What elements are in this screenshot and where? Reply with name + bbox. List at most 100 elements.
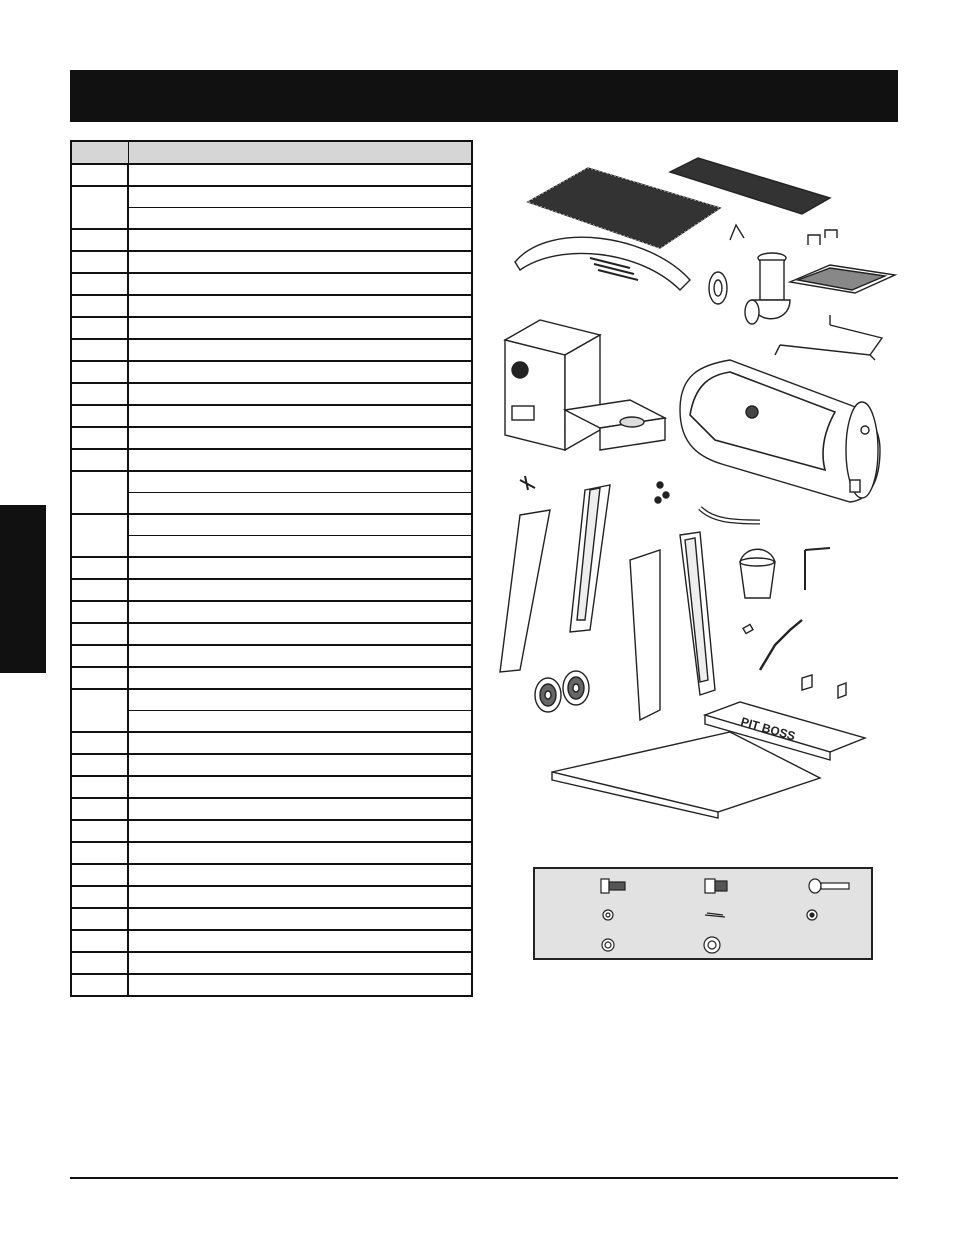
part-desc [127,797,473,821]
part-key [70,600,129,624]
part-desc [127,951,473,975]
section-side-tab [0,505,46,673]
part-desc [127,841,473,865]
part-key [70,644,129,668]
part-desc [127,644,473,668]
hardware-screw-icon [519,475,670,504]
table-row [70,863,473,887]
nut-icon [806,909,818,921]
part-desc [127,710,473,733]
lock-washer-icon [601,938,615,952]
part-desc [127,250,473,274]
part-key [70,578,129,602]
flat-washer-icon [703,936,721,954]
flame-broiler-cover-icon [514,236,691,291]
part-desc [127,382,473,406]
leg-right-rear-icon [679,531,716,696]
table-row [70,404,473,428]
hopper-icon [503,319,668,452]
part-key [70,973,129,997]
table-row [70,775,473,799]
table-row [70,316,473,340]
table-row [70,688,473,733]
bottom-shelf-icon [551,731,822,819]
part-desc [127,163,473,187]
table-row [70,731,473,755]
part-key [70,556,129,580]
warming-rack-icon [668,157,832,215]
part-desc [127,338,473,362]
cotter-pin-icon [704,912,726,918]
part-key [70,250,129,274]
part-key [70,228,129,252]
side-shelf-bracket-icon [774,315,884,361]
part-key [70,841,129,865]
handle-icon [698,506,761,525]
parts-list-table [70,140,473,997]
wheel-left-icon [534,677,562,713]
table-row [70,841,473,865]
part-key [70,951,129,975]
part-desc [127,600,473,624]
part-key [70,448,129,472]
part-key [70,163,129,187]
table-row [70,907,473,931]
part-desc [127,688,473,711]
footer-rule [70,1177,898,1179]
table-row [70,228,473,252]
table-row [70,426,473,450]
part-key [70,360,129,384]
caster-bracket-icon [801,674,847,700]
table-row [70,929,473,953]
table-row [70,885,473,909]
hook-tool-icon [804,547,831,590]
leg-left-rear-icon [569,484,611,633]
part-desc [127,513,473,536]
part-key [70,666,129,690]
table-row [70,513,473,558]
part-key [70,316,129,340]
table-row [70,951,473,975]
part-desc [127,492,473,515]
part-desc [127,753,473,777]
table-row [70,272,473,296]
part-key [70,819,129,843]
part-desc [127,775,473,799]
table-row [70,666,473,690]
part-desc [127,228,473,252]
header-key [70,140,129,165]
table-row [71,710,473,733]
table-row [70,600,473,624]
part-key [70,775,129,799]
part-key [70,404,129,428]
part-desc [127,272,473,296]
part-desc [127,404,473,428]
part-desc [127,535,473,558]
bolt-icon [600,878,626,894]
leg-right-front-icon [629,549,661,722]
table-row [70,294,473,318]
table-row [70,185,473,230]
washer-icon [602,909,614,921]
table-row [70,382,473,406]
header-description [127,140,473,165]
exploded-parts-diagram: PIT BOSS [499,157,898,819]
part-desc [127,863,473,887]
part-key [70,753,129,777]
part-key [70,426,129,450]
part-desc [127,973,473,997]
part-desc [127,448,473,472]
part-key [70,907,129,931]
part-key [70,688,129,733]
part-desc [127,622,473,646]
table-row [70,622,473,646]
clip-icon [729,223,838,245]
part-key [70,929,129,953]
hardware-box [533,867,873,960]
table-row [70,448,473,472]
table-row [71,535,473,558]
table-row [70,250,473,274]
barrel-icon [679,359,881,503]
page-header-bar [70,70,898,122]
pin-icon [808,878,850,894]
